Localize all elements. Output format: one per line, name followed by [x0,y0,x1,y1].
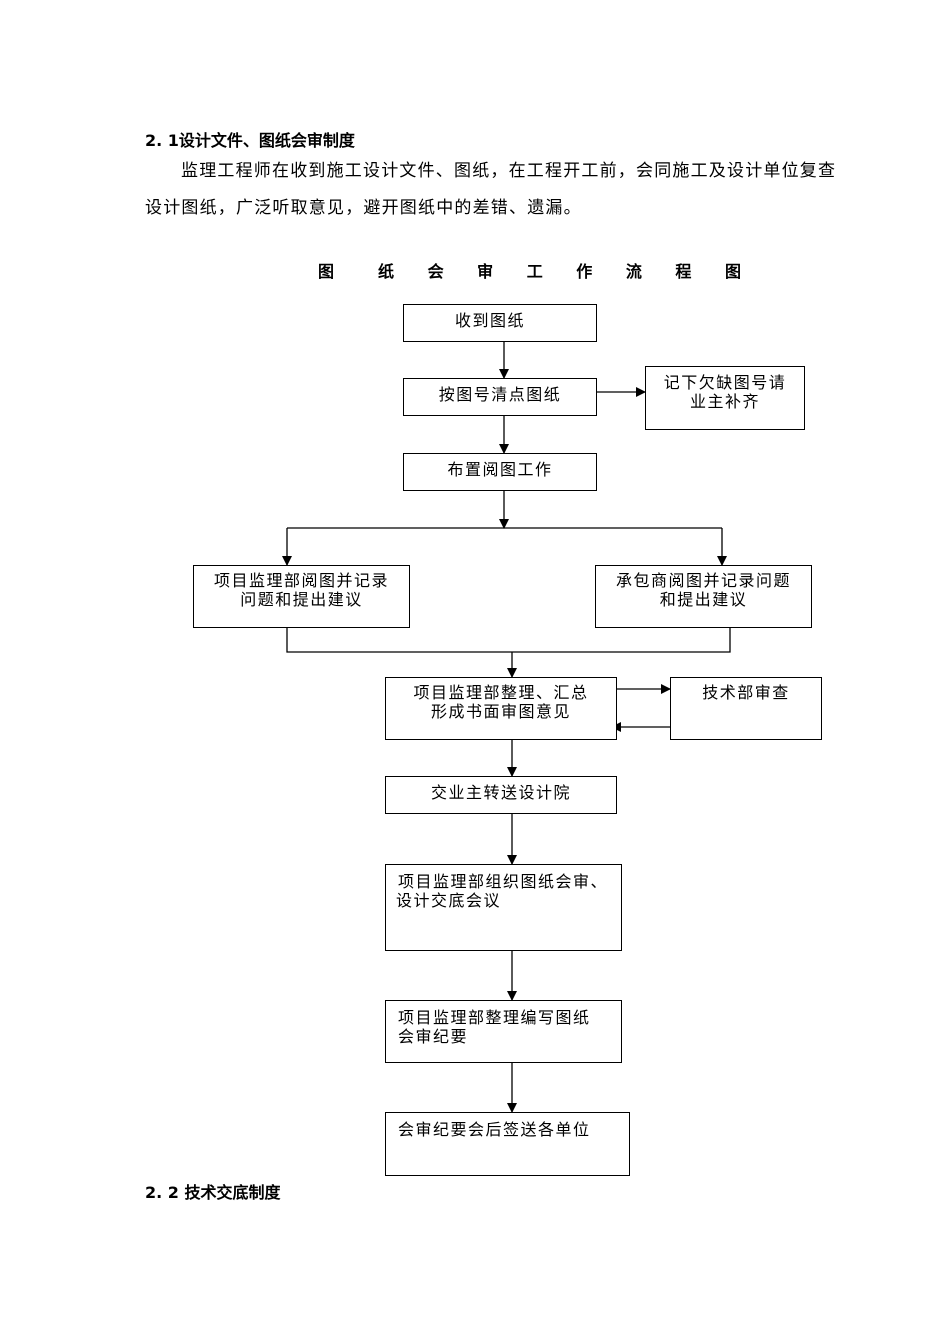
node-supervisor-review: 项目监理部阅图并记录 问题和提出建议 [193,565,410,628]
node-forward: 交业主转送设计院 [385,776,617,814]
node-meeting-text-2: 设计交底会议 [396,891,502,910]
node-distribute-text: 会审纪要会后签送各单位 [398,1120,591,1139]
section-1-paragraph-line-1: 监理工程师在收到施工设计文件、图纸，在工程开工前，会同施工及设计单位复查 [181,161,837,181]
node-minutes: 项目监理部整理编写图纸 会审纪要 [385,1000,622,1063]
node-contractor-review-text-2: 和提出建议 [659,590,748,609]
node-meeting-text-1: 项目监理部组织图纸会审、 [398,872,609,891]
node-forward-text: 交业主转送设计院 [430,783,571,802]
node-count-text: 按图号清点图纸 [438,385,562,404]
node-arrange: 布置阅图工作 [403,453,597,491]
node-arrange-text: 布置阅图工作 [447,460,553,479]
section-1-paragraph-line-2: 设计图纸，广泛听取意见，避开图纸中的差错、遗漏。 [145,198,582,218]
node-receive: 收到图纸 [403,304,597,342]
node-distribute: 会审纪要会后签送各单位 [385,1112,630,1176]
section-1-heading: 2. 1设计文件、图纸会审制度 [145,131,355,150]
node-contractor-review-text-1: 承包商阅图并记录问题 [615,571,791,590]
node-summarize-text-1: 项目监理部整理、汇总 [413,683,589,702]
flowchart-title: 图 纸 会 审 工 作 流 程 图 [318,262,755,281]
node-summarize: 项目监理部整理、汇总 形成书面审图意见 [385,677,617,740]
node-minutes-text-2: 会审纪要 [398,1027,469,1046]
node-summarize-text-2: 形成书面审图意见 [430,702,571,721]
node-missing-text-1: 记下欠缺图号请 [663,373,787,392]
merge-line [286,628,731,653]
node-missing: 记下欠缺图号请 业主补齐 [645,366,805,430]
node-receive-text: 收到图纸 [454,311,525,330]
node-tech-review: 技术部审查 [670,677,822,740]
node-count: 按图号清点图纸 [403,378,597,416]
node-supervisor-review-text-2: 问题和提出建议 [240,590,363,609]
node-contractor-review: 承包商阅图并记录问题 和提出建议 [595,565,812,628]
node-missing-text-2: 业主补齐 [689,392,760,411]
node-supervisor-review-text-1: 项目监理部阅图并记录 [213,571,389,590]
node-tech-review-text: 技术部审查 [702,683,790,702]
node-minutes-text-1: 项目监理部整理编写图纸 [398,1008,591,1027]
section-2-heading: 2. 2 技术交底制度 [145,1183,281,1202]
node-meeting: 项目监理部组织图纸会审、 设计交底会议 [385,864,622,951]
